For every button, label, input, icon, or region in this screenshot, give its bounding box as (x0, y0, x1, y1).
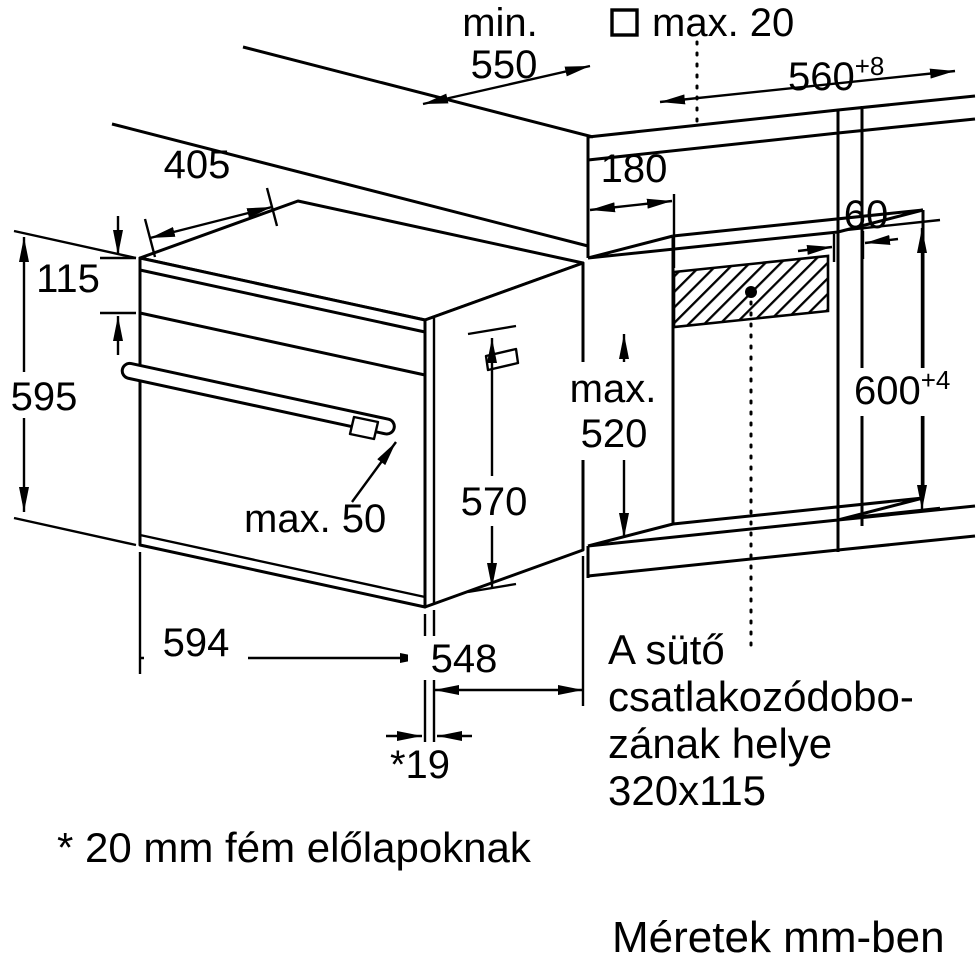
dim-line-405 (149, 205, 273, 240)
cabinet-worktop (111, 45, 976, 578)
connection-note-line3: zának helye (608, 720, 832, 767)
dimension-lines (13, 64, 956, 742)
label-405: 405 (164, 143, 231, 187)
text-notes: A sütő csatlakozódobo- zának helye 320x1… (57, 626, 945, 962)
label-115: 115 (36, 257, 100, 301)
dimension-labels: min. 550 max. 20 560+8 405 180 60 115 59… (11, 1, 951, 787)
dim-arrow-60-right (864, 235, 899, 245)
leader-max-50 (351, 441, 397, 503)
dim-line-min-550 (422, 64, 591, 106)
label-min: min. (462, 1, 538, 45)
handle-bracket (348, 415, 380, 441)
oven-door-handle (120, 361, 396, 436)
label-180: 180 (601, 147, 668, 191)
label-19: *19 (390, 743, 450, 787)
footnote-metal-fronts: * 20 mm fém előlapoknak (57, 824, 532, 871)
label-masks (2, 362, 968, 680)
label-560: 560+8 (788, 51, 884, 99)
square-symbol-icon (610, 8, 639, 37)
connection-box-center-dot (745, 286, 757, 298)
dim-line-560 (659, 68, 956, 105)
label-max-20: max. 20 (652, 1, 794, 45)
oven (120, 199, 585, 609)
units-note: Méretek mm-ben (612, 913, 945, 962)
label-max-520-value: 520 (581, 412, 648, 456)
dim-ext-595 (13, 229, 137, 547)
oven-control-panel-lines (139, 268, 426, 377)
dim-arrow-60-left (797, 244, 833, 255)
connection-box (672, 40, 830, 650)
label-max-520-word: max. (570, 367, 657, 411)
dim-line-180 (589, 198, 673, 213)
oven-door-bottom-line (139, 533, 426, 599)
label-594: 594 (163, 621, 230, 665)
connection-note-line1: A sütő (608, 626, 725, 673)
label-595: 595 (11, 375, 78, 419)
oven-front-face (138, 256, 427, 609)
label-600: 600+4 (854, 365, 950, 413)
connection-note-line4: 320x115 (608, 767, 766, 814)
label-570: 570 (461, 480, 528, 524)
dim-ticks-60 (832, 231, 865, 262)
label-max-50: max. 50 (244, 497, 386, 541)
label-min-550: 550 (471, 43, 538, 87)
label-60: 60 (844, 193, 889, 237)
label-548: 548 (431, 637, 498, 681)
connection-note-line2: csatlakozódobo- (608, 673, 914, 720)
dim-ext-115 (100, 256, 136, 315)
worktop-edges (111, 45, 976, 526)
